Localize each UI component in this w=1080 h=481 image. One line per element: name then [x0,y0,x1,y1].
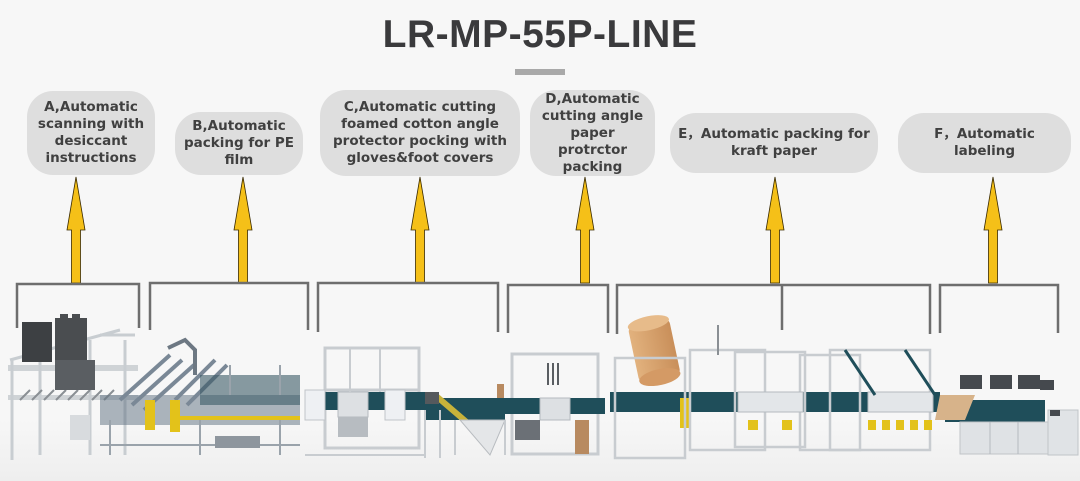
bracket-icon-d [506,283,610,333]
arrows-group [66,176,1003,284]
up-arrow-icon-f [983,176,1003,284]
bracket-icon-e [615,283,932,334]
station-b-label: B,Automatic packing for PE film [175,112,303,175]
station-c-label: C,Automatic cutting foamed cotton angle … [320,90,520,176]
up-arrow-icon-a [66,176,86,284]
station-a-label: A,Automatic scanning with desiccant inst… [27,91,155,175]
bracket-icon-b [148,281,310,330]
bracket-icon-a [15,282,141,328]
title-underline [515,69,565,75]
machine-f [935,375,1079,456]
page-title: LR-MP-55P-LINE [382,13,698,56]
station-f-label: F，Automatic labeling [898,113,1071,173]
bracket-icon-c [316,281,500,332]
up-arrow-icon-d [575,176,595,284]
station-d-label: D,Automatic cutting angle paper protrcto… [530,90,655,176]
up-arrow-icon-c [410,176,430,284]
bracket-icon-f [938,283,1060,333]
machine-b [100,337,300,455]
up-arrow-icon-b [233,176,253,284]
machine-c [304,346,425,456]
station-e-label: E，Automatic packing for kraft paper [670,113,878,173]
up-arrow-icon-e [765,176,785,284]
machine-d [505,352,605,456]
machine-e [610,315,940,460]
machine-conveyor-cd [424,384,506,458]
brackets-group [15,281,1060,334]
